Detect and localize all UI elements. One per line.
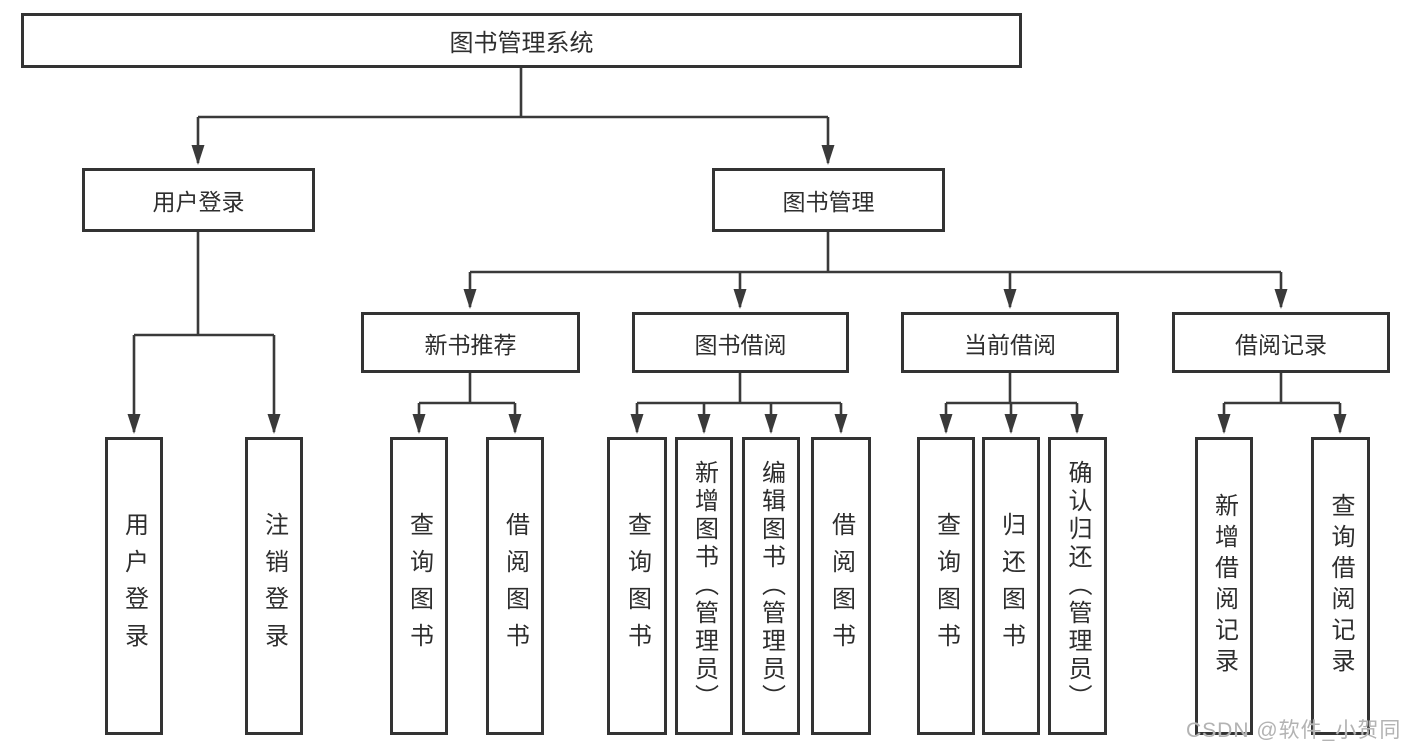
node-current-query-books: 查询图书 bbox=[917, 437, 975, 735]
node-current-borrow: 当前借阅 bbox=[901, 312, 1119, 373]
node-borrow-query-books: 查询图书 bbox=[607, 437, 667, 735]
node-borrow-book-action-label: 借阅图书 bbox=[827, 512, 855, 660]
node-book-borrow: 图书借阅 bbox=[632, 312, 849, 373]
node-user-login-action-label: 用户登录 bbox=[120, 512, 148, 660]
node-current-borrow-label: 当前借阅 bbox=[964, 331, 1056, 358]
node-add-book-admin: 新增图书（管理员） bbox=[675, 437, 733, 735]
node-add-borrow-record: 新增借阅记录 bbox=[1195, 437, 1253, 735]
node-new-book-recommend-label: 新书推荐 bbox=[424, 331, 517, 358]
node-user-login: 用户登录 bbox=[82, 168, 315, 232]
node-borrow-book-action: 借阅图书 bbox=[811, 437, 871, 735]
node-library-system: 图书管理系统 bbox=[21, 13, 1022, 68]
node-borrow-records: 借阅记录 bbox=[1172, 312, 1390, 373]
node-library-system-label: 图书管理系统 bbox=[449, 30, 594, 57]
node-query-borrow-record-label: 查询借阅记录 bbox=[1327, 493, 1354, 679]
node-confirm-return-admin-label: 确认归还（管理员） bbox=[1064, 460, 1091, 712]
node-add-book-admin-label: 新增图书（管理员） bbox=[690, 460, 718, 712]
node-user-login-action: 用户登录 bbox=[105, 437, 163, 735]
node-recommend-query-books: 查询图书 bbox=[390, 437, 448, 735]
node-confirm-return-admin: 确认归还（管理员） bbox=[1048, 437, 1107, 735]
csdn-watermark: CSDN @软件_小贺同学 bbox=[1186, 719, 1402, 742]
node-borrow-records-label: 借阅记录 bbox=[1235, 331, 1327, 358]
node-edit-book-admin: 编辑图书（管理员） bbox=[742, 437, 800, 735]
node-borrow-query-books-label: 查询图书 bbox=[623, 512, 651, 660]
node-current-query-books-label: 查询图书 bbox=[932, 512, 960, 660]
node-logout-action: 注销登录 bbox=[245, 437, 303, 735]
node-book-management-label: 图书管理 bbox=[782, 189, 875, 215]
node-new-book-recommend: 新书推荐 bbox=[361, 312, 580, 373]
node-logout-action-label: 注销登录 bbox=[260, 512, 288, 660]
node-user-login-label: 用户登录 bbox=[152, 189, 245, 215]
node-edit-book-admin-label: 编辑图书（管理员） bbox=[757, 460, 785, 712]
node-book-management: 图书管理 bbox=[712, 168, 945, 232]
node-recommend-query-books-label: 查询图书 bbox=[405, 512, 433, 660]
node-add-borrow-record-label: 新增借阅记录 bbox=[1210, 493, 1238, 679]
node-recommend-borrow-book: 借阅图书 bbox=[486, 437, 544, 735]
node-query-borrow-record: 查询借阅记录 bbox=[1311, 437, 1370, 735]
node-recommend-borrow-book-label: 借阅图书 bbox=[501, 512, 529, 660]
node-book-borrow-label: 图书借阅 bbox=[694, 331, 787, 358]
node-return-book: 归还图书 bbox=[982, 437, 1040, 735]
node-return-book-label: 归还图书 bbox=[997, 512, 1025, 660]
